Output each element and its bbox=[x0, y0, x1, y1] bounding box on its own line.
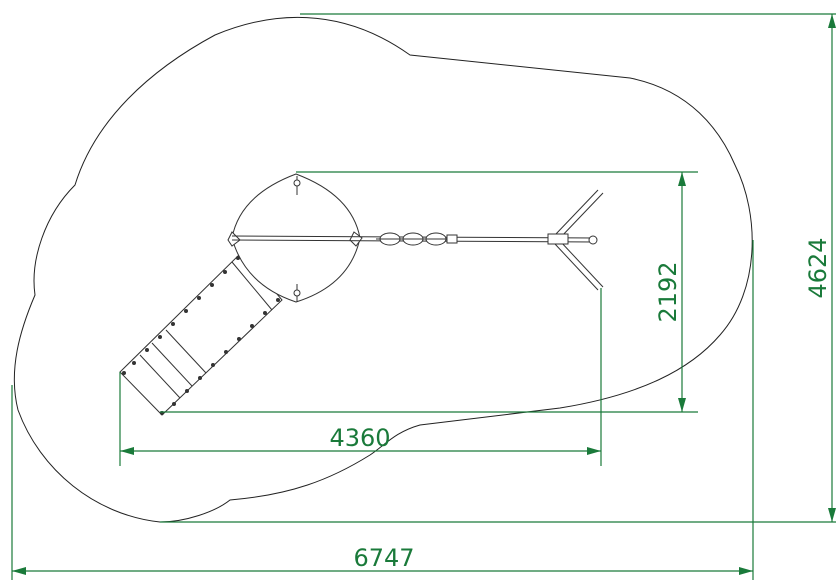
safety-zone-outline bbox=[13, 16, 753, 523]
equipment-height-label: 2192 bbox=[654, 261, 682, 322]
dimension-equipment-width: 4360 bbox=[119, 288, 602, 466]
slide-rail-dots bbox=[122, 256, 280, 415]
dimension-equipment-height: 2192 bbox=[160, 171, 698, 413]
tower-roof bbox=[227, 173, 363, 303]
swing-beam bbox=[231, 189, 604, 291]
a-frame-legs-icon bbox=[547, 189, 604, 291]
overall-height-label: 4624 bbox=[804, 237, 832, 298]
dimension-overall-height: 4624 bbox=[160, 13, 836, 523]
roof-hook-top-icon bbox=[293, 176, 301, 195]
overall-width-label: 6747 bbox=[353, 544, 414, 572]
swing-seat-chains-icon bbox=[376, 232, 458, 246]
equipment-width-label: 4360 bbox=[329, 424, 390, 452]
roof-hook-bottom-icon bbox=[293, 284, 301, 302]
dimension-overall-width: 6747 bbox=[11, 240, 754, 580]
